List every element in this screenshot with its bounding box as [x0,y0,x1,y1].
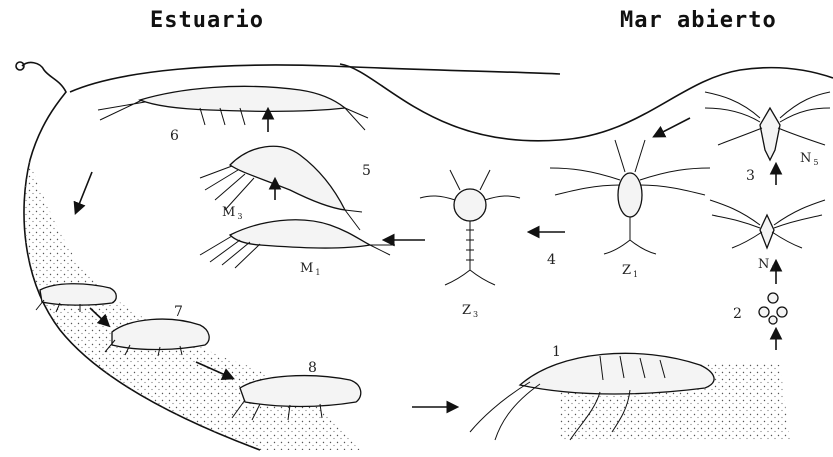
zoea-1 [550,140,710,254]
stage-6-label: 6 [170,128,179,144]
shrimp-postlarva-6 [98,86,368,130]
stage-4-label: 4 [547,252,556,268]
stage-2-label: 2 [733,306,742,322]
stage-3-label: 3 [746,168,755,184]
arrow-6-to-juvenile [76,172,92,212]
arrow-n5-to-z1 [655,118,690,136]
zoea-3 [420,170,520,285]
stage-7-label: 7 [174,304,183,320]
stage-1-label: 1 [552,344,561,360]
stage-8-label: 8 [308,360,317,376]
mysis-1 [200,220,395,268]
nauplius-1 [710,200,825,248]
eggs [759,293,787,324]
nauplius-5 [705,92,830,160]
stage-5-label: 5 [362,163,371,179]
